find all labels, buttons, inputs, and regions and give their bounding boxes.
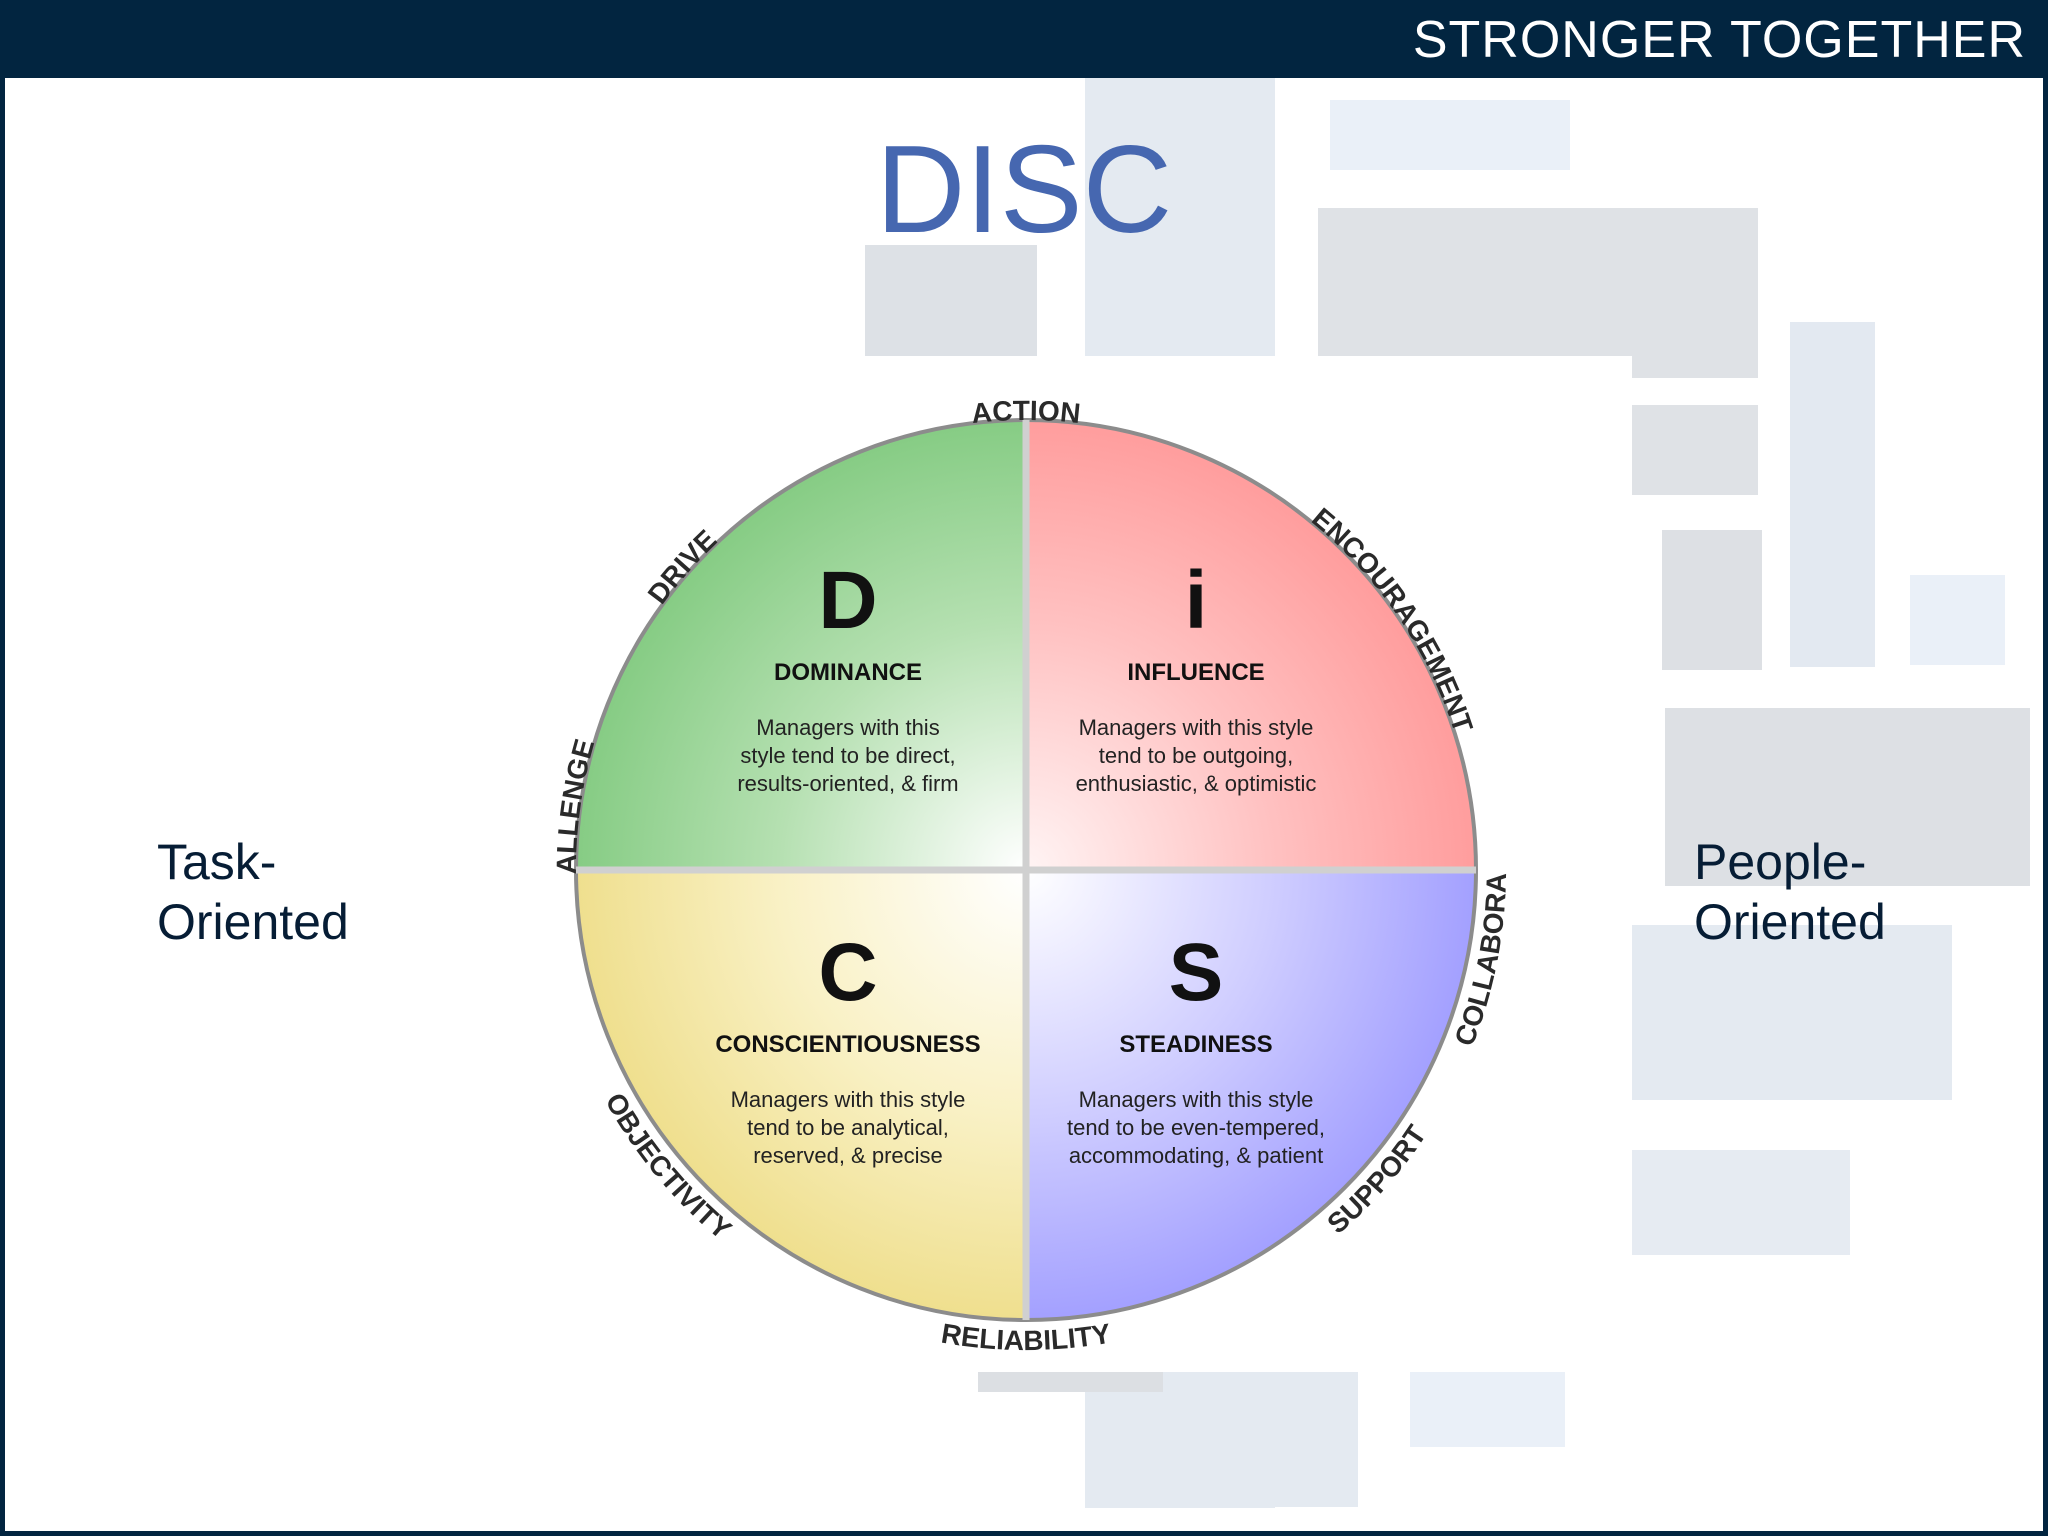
steadiness-name: STEADINESS [1119, 1031, 1272, 1058]
ring-label-challenge: CHALLENGE [0, 0, 600, 874]
influence-letter: i [1185, 555, 1208, 646]
conscientiousness-desc-line-2: tend to be analytical, [747, 1115, 949, 1140]
ring-label-reliability: RELIABILITY [939, 1318, 1113, 1356]
people-oriented-line-2: Oriented [1694, 894, 1886, 950]
dominance-desc-line-1: Managers with this [756, 715, 939, 740]
background-block [978, 1372, 1163, 1392]
conscientiousness-desc-line-3: reserved, & precise [753, 1143, 943, 1168]
quadrant-dominance [576, 420, 1026, 870]
steadiness-desc-line-2: tend to be even-tempered, [1067, 1115, 1325, 1140]
background-block [1410, 1372, 1565, 1447]
people-oriented-line-1: People- [1694, 834, 1867, 890]
steadiness-letter: S [1169, 927, 1224, 1018]
conscientiousness-sector [576, 870, 1026, 1320]
slide-title: DISC [875, 121, 1173, 259]
conscientiousness-name: CONSCIENTIOUSNESS [715, 1031, 980, 1058]
background-block [1632, 1150, 1850, 1255]
dominance-desc-line-2: style tend to be direct, [740, 743, 955, 768]
influence-sector [1026, 420, 1476, 870]
task-oriented-line-1: Task- [157, 834, 277, 890]
task-oriented-line-2: Oriented [157, 894, 349, 950]
quadrant-influence [1026, 420, 1476, 870]
conscientiousness-desc-line-1: Managers with this style [731, 1087, 966, 1112]
background-block [1910, 575, 2005, 665]
ring-label-action: ACTION [970, 395, 1082, 429]
background-block [1210, 1372, 1358, 1507]
header-title: STRONGER TOGETHER [1412, 11, 2026, 69]
steadiness-desc-line-1: Managers with this style [1079, 1087, 1314, 1112]
influence-desc-line-1: Managers with this style [1079, 715, 1314, 740]
quadrant-conscientiousness [576, 870, 1026, 1320]
influence-name: INFLUENCE [1127, 659, 1264, 686]
quadrant-steadiness [1026, 870, 1476, 1320]
background-block [1318, 208, 1758, 378]
dominance-letter: D [818, 555, 877, 646]
background-block [1632, 925, 1952, 1100]
influence-desc-line-2: tend to be outgoing, [1099, 743, 1294, 768]
background-block [1665, 708, 2030, 886]
dominance-sector [576, 420, 1026, 870]
frame-border-left [0, 78, 5, 1536]
dominance-name: DOMINANCE [774, 659, 922, 686]
header-bar: STRONGER TOGETHER [0, 0, 2048, 78]
background-block [865, 245, 1037, 360]
frame-border-bottom [0, 1531, 2048, 1536]
frame-border-right [2043, 78, 2048, 1536]
background-block [1330, 100, 1570, 170]
task-oriented-label: Task- Oriented [157, 832, 349, 952]
influence-desc-line-3: enthusiastic, & optimistic [1076, 771, 1317, 796]
background-block [1790, 322, 1875, 667]
conscientiousness-letter: C [818, 927, 877, 1018]
background-block [1630, 405, 1758, 495]
background-block [1662, 530, 1762, 670]
dominance-desc-line-3: results-oriented, & firm [737, 771, 958, 796]
steadiness-sector [1026, 870, 1476, 1320]
steadiness-desc-line-3: accommodating, & patient [1069, 1143, 1323, 1168]
people-oriented-label: People- Oriented [1694, 832, 1886, 952]
